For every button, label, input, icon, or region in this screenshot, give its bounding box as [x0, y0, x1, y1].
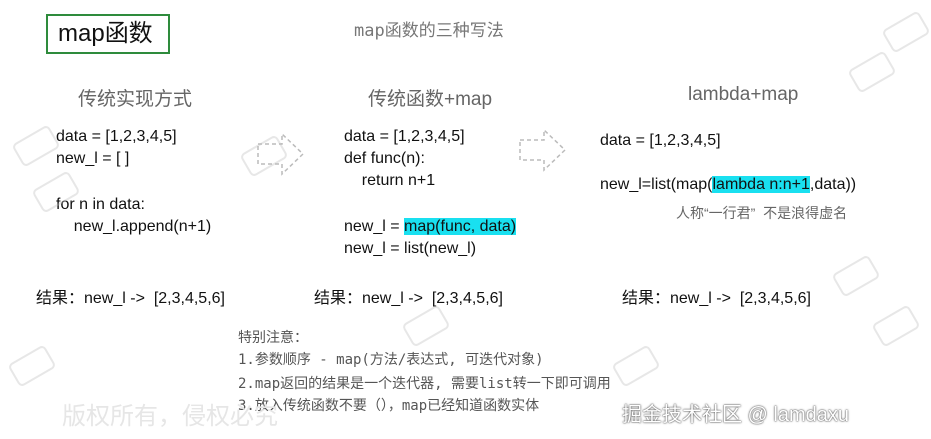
- notes-heading: 特别注意：: [238, 330, 308, 346]
- note-item: 3.放入传统函数不要（），map已经知道函数实体: [238, 398, 540, 414]
- watermark-logo-icon: [883, 12, 929, 52]
- code-text: ,data)): [809, 176, 857, 193]
- heading-lambda-map: lambda+map: [688, 84, 799, 105]
- lambda-caption: 人称“一行君” 不是浪得虚名: [676, 205, 848, 221]
- code-line: data = [1,2,3,4,5]: [344, 128, 465, 145]
- result-traditional: 结果：new_l -> [2,3,4,5,6]: [36, 290, 225, 307]
- slide-title: map函数的三种写法: [354, 21, 504, 41]
- watermark-logo-icon: [873, 306, 919, 346]
- code-text: new_l=list(map(: [600, 176, 713, 193]
- watermark-logo-icon: [403, 306, 449, 346]
- note-item: 1.参数顺序 - map(方法/表达式, 可迭代对象): [238, 352, 544, 368]
- watermark-logo-icon: [13, 126, 59, 166]
- code-line: data = [1,2,3,4,5]: [600, 132, 721, 149]
- result-function-map: 结果：new_l -> [2,3,4,5,6]: [314, 290, 503, 307]
- code-line: for n in data:: [56, 196, 145, 213]
- watermark-logo-icon: [849, 52, 895, 92]
- code-line: new_l = list(new_l): [344, 240, 477, 257]
- highlighted-lambda: lambda n:n+1: [712, 176, 810, 193]
- watermark-logo-icon: [241, 136, 287, 176]
- code-line: return n+1: [344, 172, 436, 189]
- code-text: new_l =: [344, 218, 405, 235]
- right-arrow-icon: [257, 132, 305, 176]
- watermark-logo-icon: [613, 346, 659, 386]
- heading-function-map: 传统函数+map: [368, 89, 493, 110]
- right-arrow-icon: [519, 128, 567, 172]
- watermark-logo-icon: [833, 256, 879, 296]
- code-line: data = [1,2,3,4,5]: [56, 128, 177, 145]
- footer-credit: 掘金技术社区 @ lamdaxu: [622, 404, 850, 426]
- code-line-lambda: new_l=list(map(lambda n:n+1,data)): [600, 174, 856, 196]
- watermark-logo-icon: [33, 172, 79, 212]
- result-lambda-map: 结果：new_l -> [2,3,4,5,6]: [622, 290, 811, 307]
- note-item: 2.map返回的结果是一个迭代器, 需要list转一下即可调用: [238, 376, 611, 392]
- code-line-map-assignment: new_l = map(func, data): [344, 216, 517, 238]
- code-line: new_l.append(n+1): [56, 218, 212, 235]
- code-line: new_l = [ ]: [56, 150, 130, 167]
- page-badge: map函数: [46, 14, 170, 54]
- highlighted-map-call: map(func, data): [404, 218, 517, 235]
- watermark-text: 版权所有，侵权必究: [62, 403, 278, 430]
- watermark-logo-icon: [9, 346, 55, 386]
- heading-traditional: 传统实现方式: [78, 89, 193, 110]
- code-line: def func(n):: [344, 150, 425, 167]
